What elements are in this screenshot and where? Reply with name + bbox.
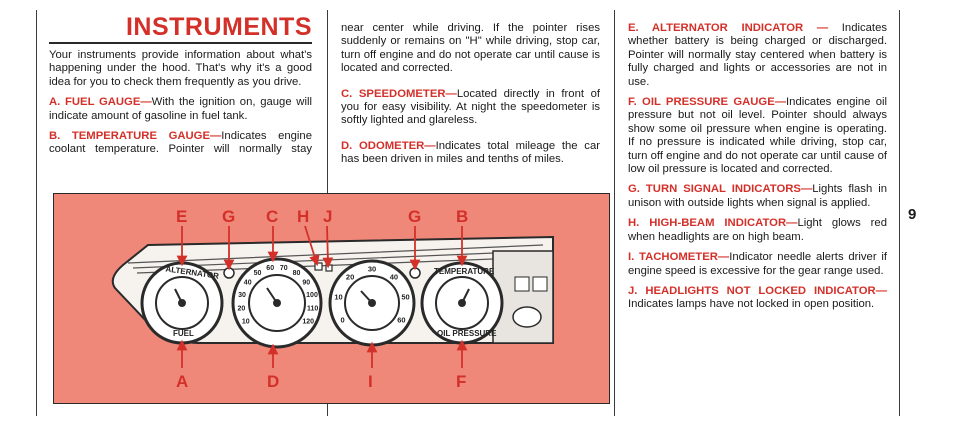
column-rule-edge xyxy=(899,10,900,416)
column-3: E. ALTERNATOR INDICATOR — Indicates whet… xyxy=(628,22,887,319)
section-text: Indicates lamps have not locked in open … xyxy=(628,298,875,311)
oil-pressure-label: OIL PRESSURE xyxy=(437,329,497,338)
turn-signal-indicator-left xyxy=(223,267,235,279)
high-beam-indicator xyxy=(314,262,323,271)
section-term: J. HEADLIGHTS NOT LOCKED INDICATOR— xyxy=(628,284,887,297)
column-rule-left xyxy=(36,10,37,416)
dial-scale-label: 50 xyxy=(254,270,262,277)
headlights-not-locked-indicator xyxy=(325,264,333,272)
section-term: A. FUEL GAUGE— xyxy=(49,96,152,109)
callout-i: I xyxy=(368,372,373,391)
callout-c: C xyxy=(266,207,278,226)
dial-scale-label: 20 xyxy=(238,306,246,313)
column-1: INSTRUMENTS Your instruments provide inf… xyxy=(49,14,312,164)
dial-scale-label: 20 xyxy=(346,273,354,282)
section-text: Indicates whether battery is being charg… xyxy=(628,22,887,88)
section-temperature-gauge-part1: B. TEMPERATURE GAUGE—Indicates engine co… xyxy=(49,130,312,157)
callout-b: B xyxy=(456,207,468,226)
switch-slot xyxy=(532,276,548,292)
dial-scale-label: 50 xyxy=(401,293,409,302)
callout-e: E xyxy=(176,207,187,226)
section-fuel-gauge: A. FUEL GAUGE—With the ignition on, gaug… xyxy=(49,96,312,123)
section-term: F. OIL PRESSURE GAUGE— xyxy=(628,96,787,109)
dial-scale-label: 60 xyxy=(397,316,405,325)
dial-scale-label: 10 xyxy=(334,293,342,302)
tachometer-gauge: 0 10 20 30 40 50 60 xyxy=(328,259,416,347)
column-rule-right xyxy=(614,10,615,416)
section-term: I. TACHOMETER— xyxy=(628,251,730,264)
section-temperature-gauge-part2: near center while driving. If the pointe… xyxy=(341,22,600,75)
page-number: 9 xyxy=(908,206,917,223)
section-headlights-not-locked: J. HEADLIGHTS NOT LOCKED INDICATOR—Indic… xyxy=(628,285,887,312)
alternator-fuel-gauge: ALTERNATOR FUEL xyxy=(140,261,224,345)
section-text: Located directly in front of you for eas… xyxy=(341,87,601,127)
section-term: C. SPEEDOMETER— xyxy=(341,87,457,100)
intro-paragraph: Your instruments provide information abo… xyxy=(49,49,312,88)
section-tachometer: I. TACHOMETER—Indicator needle alerts dr… xyxy=(628,251,887,278)
section-text: Indicator needle alerts driver if engine… xyxy=(628,251,888,277)
dial-scale-label: 100 xyxy=(306,292,318,299)
callout-h: H xyxy=(297,207,309,226)
dial-scale-label: 60 xyxy=(266,265,274,272)
callout-g-right: G xyxy=(408,207,421,226)
section-text: Indicates total mileage the car has been… xyxy=(341,139,600,166)
section-alternator-indicator: E. ALTERNATOR INDICATOR — Indicates whet… xyxy=(628,22,887,89)
dial-scale-label: 40 xyxy=(390,273,398,282)
knob xyxy=(512,306,542,328)
callout-g-left: G xyxy=(222,207,235,226)
dial-scale-label: 30 xyxy=(238,292,246,299)
section-speedometer: C. SPEEDOMETER—Located directly in front… xyxy=(341,88,600,128)
section-text-start: Indicates engine coolant temperature. Po… xyxy=(49,130,312,156)
dial-scale-label: 0 xyxy=(341,316,345,325)
section-term: H. HIGH-BEAM INDICATOR— xyxy=(628,217,798,230)
callout-arrows xyxy=(176,225,468,368)
section-oil-pressure-gauge: F. OIL PRESSURE GAUGE—Indicates engine o… xyxy=(628,96,887,176)
dial-scale-label: 120 xyxy=(302,318,314,325)
callout-f: F xyxy=(456,372,466,391)
section-term: E. ALTERNATOR INDICATOR — xyxy=(628,22,842,34)
temperature-label: TEMPERATURE xyxy=(434,267,495,276)
section-turn-signal-indicators: G. TURN SIGNAL INDICATORS—Lights flash i… xyxy=(628,183,887,210)
dial-scale-label: 90 xyxy=(302,280,310,287)
section-text: Light glows red when headlights are on h… xyxy=(628,217,887,243)
fuel-label: FUEL xyxy=(173,329,194,338)
column-2: near center while driving. If the pointe… xyxy=(341,22,600,174)
callout-a: A xyxy=(176,372,188,391)
section-term: D. ODOMETER— xyxy=(341,139,436,152)
dial-scale-label: 10 xyxy=(242,318,250,325)
section-text: Lights flash in unison with outside ligh… xyxy=(628,183,887,209)
callout-d: D xyxy=(267,372,279,391)
tachometer-scale: 0 10 20 30 40 50 60 xyxy=(334,265,409,325)
dial-scale-label: 110 xyxy=(307,306,318,313)
switch-slot xyxy=(514,276,530,292)
section-text: With the ignition on, gauge will indicat… xyxy=(49,96,312,122)
dial-scale-label: 30 xyxy=(368,265,376,274)
turn-signal-indicator-right xyxy=(409,267,421,279)
callout-j: J xyxy=(323,207,332,226)
section-high-beam-indicator: H. HIGH-BEAM INDICATOR—Light glows red w… xyxy=(628,217,887,244)
dial-scale-label: 80 xyxy=(293,270,301,277)
page-title: INSTRUMENTS xyxy=(49,14,312,44)
temperature-oil-gauge: TEMPERATURE OIL PRESSURE xyxy=(420,261,504,345)
dial-scale-label: 40 xyxy=(244,280,252,287)
section-term: B. TEMPERATURE GAUGE— xyxy=(49,130,222,143)
section-term: G. TURN SIGNAL INDICATORS— xyxy=(628,183,813,196)
section-text: Indicates engine oil pressure but not oi… xyxy=(628,96,887,176)
dial-scale-label: 70 xyxy=(280,265,288,272)
section-odometer: D. ODOMETER—Indicates total mileage the … xyxy=(341,140,600,167)
